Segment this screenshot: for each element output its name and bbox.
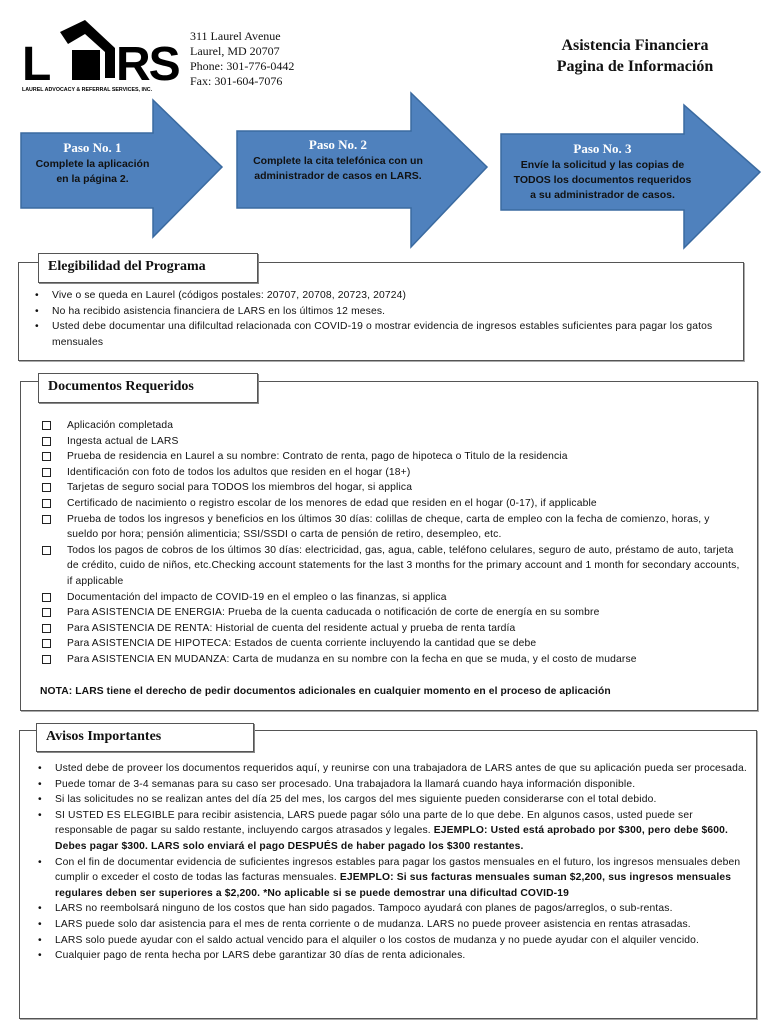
address-street: 311 Laurel Avenue	[190, 29, 281, 43]
notice-example: EJEMPLO: Si sus facturas mensuales suman…	[55, 872, 732, 899]
title-line-2: Pagina de Información	[556, 58, 714, 75]
list-item: LARS no reembolsará ninguno de los costo…	[28, 901, 748, 917]
list-item: Cualquier pago de renta hecha por LARS d…	[28, 948, 748, 964]
checkbox-icon[interactable]	[42, 608, 51, 618]
step-1-arrow	[20, 98, 224, 239]
step-3: Paso No. 3 Envíe la solicitud y las copi…	[510, 141, 695, 203]
address-city: Laurel, MD 20707	[190, 44, 280, 58]
list-item: No ha recibido asistencia financiera de …	[25, 304, 735, 320]
checklist-item-text: Para ASISTENCIA DE RENTA: Historial de c…	[67, 622, 516, 634]
checklist-item: Identificación con foto de todos los adu…	[40, 465, 740, 481]
list-item: Si las solicitudes no se realizan antes …	[28, 792, 748, 808]
notice-text: Puede tomar de 3-4 semanas para su caso …	[55, 778, 636, 790]
eligibility-heading: Elegibilidad del Programa	[38, 253, 258, 283]
step-2-heading: Paso No. 2	[308, 137, 368, 152]
step-2-arrow	[236, 91, 489, 249]
step-1-heading: Paso No. 1	[63, 140, 122, 155]
step-3-text: Envíe la solicitud y las copias de TODOS…	[513, 159, 692, 201]
checkbox-icon[interactable]	[42, 592, 51, 602]
checkbox-icon[interactable]	[42, 639, 51, 649]
list-item: Puede tomar de 3-4 semanas para su caso …	[28, 777, 748, 793]
notices-heading: Avisos Importantes	[36, 723, 254, 752]
checklist-item-text: Todos los pagos de cobros de los últimos…	[67, 544, 740, 587]
checklist-item: Para ASISTENCIA DE RENTA: Historial de c…	[40, 621, 740, 637]
checkbox-icon[interactable]	[42, 623, 51, 633]
checkbox-icon[interactable]	[42, 421, 51, 430]
eligibility-section: Vive o se queda en Laurel (códigos posta…	[18, 262, 744, 361]
documents-heading: Documentos Requeridos	[38, 373, 258, 403]
checklist-item: Tarjetas de seguro social para TODOS los…	[40, 480, 740, 496]
list-item: LARS solo puede ayudar con el saldo actu…	[28, 933, 748, 949]
checklist-item-text: Prueba de todos los ingresos y beneficio…	[67, 513, 710, 541]
checkbox-icon[interactable]	[42, 452, 51, 462]
checklist-item-text: Tarjetas de seguro social para TODOS los…	[67, 482, 413, 494]
step-1: Paso No. 1 Complete la aplicación en la …	[30, 140, 155, 187]
checkbox-icon[interactable]	[42, 483, 51, 493]
checklist-item: Para ASISTENCIA DE ENERGIA: Prueba de la…	[40, 605, 740, 621]
list-item: LARS puede solo dar asistencia para el m…	[28, 917, 748, 933]
page-title: Asistencia Financiera Pagina de Informac…	[520, 35, 750, 77]
step-3-heading: Paso No. 3	[573, 141, 632, 156]
notice-text: LARS solo puede ayudar con el saldo actu…	[55, 934, 700, 946]
checklist-item-text: Para ASISTENCIA EN MUDANZA: Carta de mud…	[67, 653, 637, 665]
notices-list: Usted debe de proveer los documentos req…	[28, 761, 748, 964]
checkbox-icon[interactable]	[42, 436, 51, 446]
lars-logo: L RS LAUREL ADVOCACY & REFERRAL SERVICES…	[20, 20, 182, 95]
checklist-item: Prueba de residencia en Laurel a su nomb…	[40, 449, 740, 465]
notice-text: LARS puede solo dar asistencia para el m…	[55, 918, 691, 930]
notice-example: EJEMPLO: Usted está aprobado por $300, p…	[55, 825, 728, 852]
checklist-item-text: Identificación con foto de todos los adu…	[67, 466, 411, 478]
checklist-item-text: Aplicación completada	[67, 420, 174, 431]
checklist-item: Para ASISTENCIA EN MUDANZA: Carta de mud…	[40, 652, 740, 668]
checklist-item-text: Prueba de residencia en Laurel a su nomb…	[67, 451, 568, 463]
checklist-item: Ingesta actual de LARS	[40, 434, 740, 450]
checklist-item-text: Certificado de nacimiento o registro esc…	[67, 497, 597, 509]
step-1-text: Complete la aplicación en la página 2.	[35, 158, 150, 185]
notice-text: Usted debe de proveer los documentos req…	[55, 763, 747, 774]
checklist-item: Aplicación completada	[40, 418, 740, 434]
svg-text:RS: RS	[116, 38, 180, 91]
checklist-item-text: Para ASISTENCIA DE ENERGIA: Prueba de la…	[67, 607, 600, 619]
checkbox-icon[interactable]	[42, 498, 51, 508]
checklist-item: Certificado de nacimiento o registro esc…	[40, 496, 740, 512]
notice-text: Cualquier pago de renta hecha por LARS d…	[55, 950, 466, 962]
notice-text: SI USTED ES ELEGIBLE para recibir asiste…	[55, 809, 693, 837]
checklist-item: Todos los pagos de cobros de los últimos…	[40, 543, 740, 590]
list-item: Vive o se queda en Laurel (códigos posta…	[25, 288, 735, 304]
checklist-item-text: Para ASISTENCIA DE HIPOTECA: Estados de …	[67, 638, 537, 650]
documents-note: NOTA: LARS tiene el derecho de pedir doc…	[40, 686, 611, 697]
checkbox-icon[interactable]	[42, 654, 51, 664]
checklist-item: Prueba de todos los ingresos y beneficio…	[40, 512, 740, 543]
svg-text:L: L	[22, 38, 51, 91]
step-3-arrow	[500, 103, 762, 250]
steps-arrows: Paso No. 1 Complete la aplicación en la …	[0, 85, 770, 255]
checklist-item-text: Documentación del impacto de COVID-19 en…	[67, 591, 447, 603]
list-item: Usted debe de proveer los documentos req…	[28, 761, 748, 777]
checklist-item-text: Ingesta actual de LARS	[67, 435, 179, 447]
notices-section: Usted debe de proveer los documentos req…	[19, 730, 757, 1019]
eligibility-list: Vive o se queda en Laurel (códigos posta…	[25, 288, 735, 350]
notice-text: Si las solicitudes no se realizan antes …	[55, 794, 657, 806]
list-item: Con el fin de documentar evidencia de su…	[28, 855, 748, 902]
checkbox-icon[interactable]	[42, 545, 51, 555]
list-item: Usted debe documentar una difilcultad re…	[25, 319, 735, 350]
checkbox-icon[interactable]	[42, 514, 51, 524]
step-2-text: Complete la cita telefónica con un admin…	[253, 155, 423, 182]
notice-text: LARS no reembolsará ninguno de los costo…	[55, 903, 673, 915]
contact-address: 311 Laurel Avenue Laurel, MD 20707 Phone…	[190, 29, 294, 89]
checklist-item: Documentación del impacto de COVID-19 en…	[40, 590, 740, 606]
step-2: Paso No. 2 Complete la cita telefónica c…	[243, 137, 433, 184]
fax: Fax: 301-604-7076	[190, 74, 283, 88]
phone: Phone: 301-776-0442	[190, 59, 295, 73]
checkbox-icon[interactable]	[42, 467, 51, 477]
notice-text: Con el fin de documentar evidencia de su…	[55, 856, 741, 884]
title-line-1: Asistencia Financiera	[561, 37, 709, 54]
checklist-item: Para ASISTENCIA DE HIPOTECA: Estados de …	[40, 636, 740, 652]
list-item: SI USTED ES ELEGIBLE para recibir asiste…	[28, 808, 748, 855]
svg-text:LAUREL ADVOCACY & REFERRAL SER: LAUREL ADVOCACY & REFERRAL SERVICES, INC…	[22, 87, 153, 93]
